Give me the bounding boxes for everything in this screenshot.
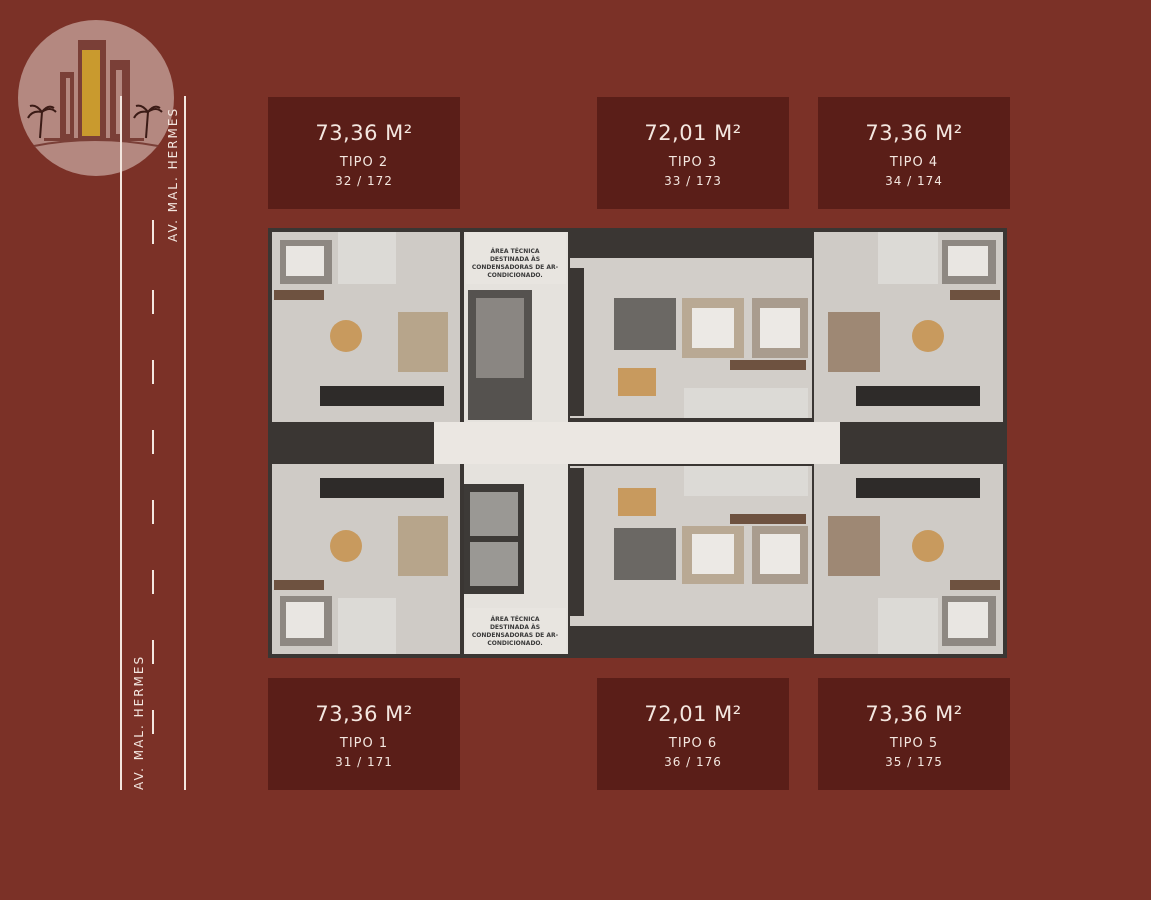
road-dash (152, 710, 154, 734)
street-label-bottom: AV. MAL. HERMES (132, 654, 146, 790)
road-dash (152, 290, 154, 314)
tech-area-label-top: ÁREA TÉCNICA DESTINADA ÀS CONDENSADORAS … (471, 248, 559, 279)
road-dash (152, 360, 154, 384)
unit-type: TIPO 1 (339, 736, 389, 751)
floor-plan: ÁREA TÉCNICA DESTINADA ÀS CONDENSADORAS … (268, 228, 1007, 658)
unit-card-tipo-6: 72,01 M² TIPO 6 36 / 176 (597, 678, 789, 790)
road-dash (152, 500, 154, 524)
unit-type: TIPO 3 (668, 155, 718, 170)
unit-area: 73,36 M² (315, 702, 413, 726)
unit-area: 72,01 M² (644, 702, 742, 726)
unit-card-tipo-4: 73,36 M² TIPO 4 34 / 174 (818, 97, 1010, 209)
road-dash (152, 220, 154, 244)
unit-numbers: 34 / 174 (885, 174, 943, 188)
unit-numbers: 32 / 172 (335, 174, 393, 188)
unit-type: TIPO 5 (889, 736, 939, 751)
unit-card-tipo-3: 72,01 M² TIPO 3 33 / 173 (597, 97, 789, 209)
unit-card-tipo-5: 73,36 M² TIPO 5 35 / 175 (818, 678, 1010, 790)
unit-type: TIPO 6 (668, 736, 718, 751)
road-dash (152, 640, 154, 664)
unit-card-tipo-1: 73,36 M² TIPO 1 31 / 171 (268, 678, 460, 790)
unit-type: TIPO 2 (339, 155, 389, 170)
unit-numbers: 31 / 171 (335, 755, 393, 769)
unit-numbers: 35 / 175 (885, 755, 943, 769)
road-left-line (120, 96, 122, 790)
street-label-top: AV. MAL. HERMES (166, 106, 180, 242)
unit-area: 72,01 M² (644, 121, 742, 145)
unit-type: TIPO 4 (889, 155, 939, 170)
logo (18, 20, 174, 176)
floor-plan-drawing (268, 228, 1007, 658)
unit-area: 73,36 M² (865, 702, 963, 726)
unit-numbers: 33 / 173 (664, 174, 722, 188)
unit-area: 73,36 M² (315, 121, 413, 145)
unit-card-tipo-2: 73,36 M² TIPO 2 32 / 172 (268, 97, 460, 209)
road-right-line (184, 96, 186, 790)
unit-numbers: 36 / 176 (664, 755, 722, 769)
tech-area-label-bottom: ÁREA TÉCNICA DESTINADA ÀS CONDENSADORAS … (471, 616, 559, 647)
building-palm-logo-icon (27, 40, 163, 147)
road-dash (152, 430, 154, 454)
road-dash (152, 570, 154, 594)
unit-area: 73,36 M² (865, 121, 963, 145)
